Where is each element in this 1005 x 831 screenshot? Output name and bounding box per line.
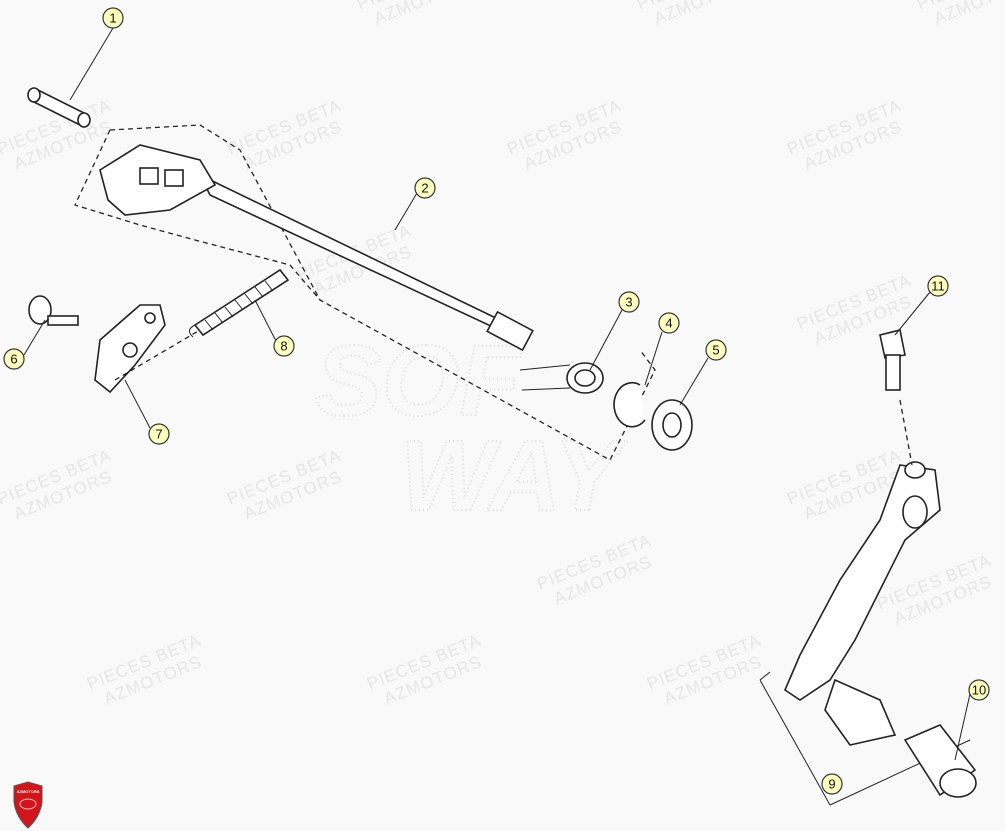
callout-number: 4 (665, 316, 672, 331)
part-6-screw (28, 295, 79, 326)
callout-circle (705, 339, 727, 361)
callout-circle (658, 312, 680, 334)
callout-number: 7 (155, 427, 162, 442)
callout-circle (273, 335, 295, 357)
part-2-shift-shaft (74, 124, 656, 461)
part-11-bolt (879, 329, 913, 466)
callout-4[interactable]: 4 (658, 312, 680, 334)
callout-number: 9 (828, 777, 835, 792)
callout-circle (414, 177, 436, 199)
callout-10[interactable]: 10 (968, 679, 990, 701)
sofway-watermark-line2: WAY (400, 420, 629, 532)
callout-2[interactable]: 2 (414, 177, 436, 199)
callout-circle (618, 291, 640, 313)
callout-7[interactable]: 7 (148, 423, 170, 445)
callouts: 1 2 3 4 5 6 7 8 9 10 11 (3, 7, 990, 795)
callout-circle (148, 423, 170, 445)
callout-circle (821, 773, 843, 795)
azmotors-logo: AZMOTORS (13, 781, 43, 829)
callout-9[interactable]: 9 (821, 773, 843, 795)
logo-text: AZMOTORS (17, 789, 40, 794)
watermark-text: AZMOTORS (651, 0, 755, 29)
callout-number: 6 (10, 352, 17, 367)
callout-6[interactable]: 6 (3, 348, 25, 370)
part-9-shift-pedal (759, 461, 971, 806)
part-3-spring (519, 362, 604, 394)
part-10-rubber (903, 724, 977, 798)
sofway-watermark-line1: SOF (315, 325, 523, 437)
callout-circle (102, 7, 124, 29)
callout-1[interactable]: 1 (102, 7, 124, 29)
callout-5[interactable]: 5 (705, 339, 727, 361)
part-1-pin (27, 87, 91, 128)
callout-3[interactable]: 3 (618, 291, 640, 313)
part-8-spring (189, 268, 290, 338)
callout-number: 3 (625, 295, 632, 310)
leader-lines (23, 27, 971, 761)
callout-8[interactable]: 8 (273, 335, 295, 357)
callout-circle (927, 275, 949, 297)
callout-number: 1 (109, 11, 116, 26)
sofway-watermark: SOF WAY (314, 324, 630, 533)
callout-number: 8 (280, 339, 287, 354)
callout-11[interactable]: 11 (927, 275, 949, 297)
callout-number: 2 (421, 181, 428, 196)
watermark-text: AZMOTORS (371, 0, 475, 29)
part-4-circlip (613, 381, 646, 428)
callout-circle (968, 679, 990, 701)
callout-number: 11 (931, 279, 945, 294)
part-7-lever (94, 304, 201, 394)
callout-number: 10 (972, 683, 986, 698)
part-5-seal (651, 399, 693, 451)
callout-circle (3, 348, 25, 370)
callout-number: 5 (712, 343, 719, 358)
